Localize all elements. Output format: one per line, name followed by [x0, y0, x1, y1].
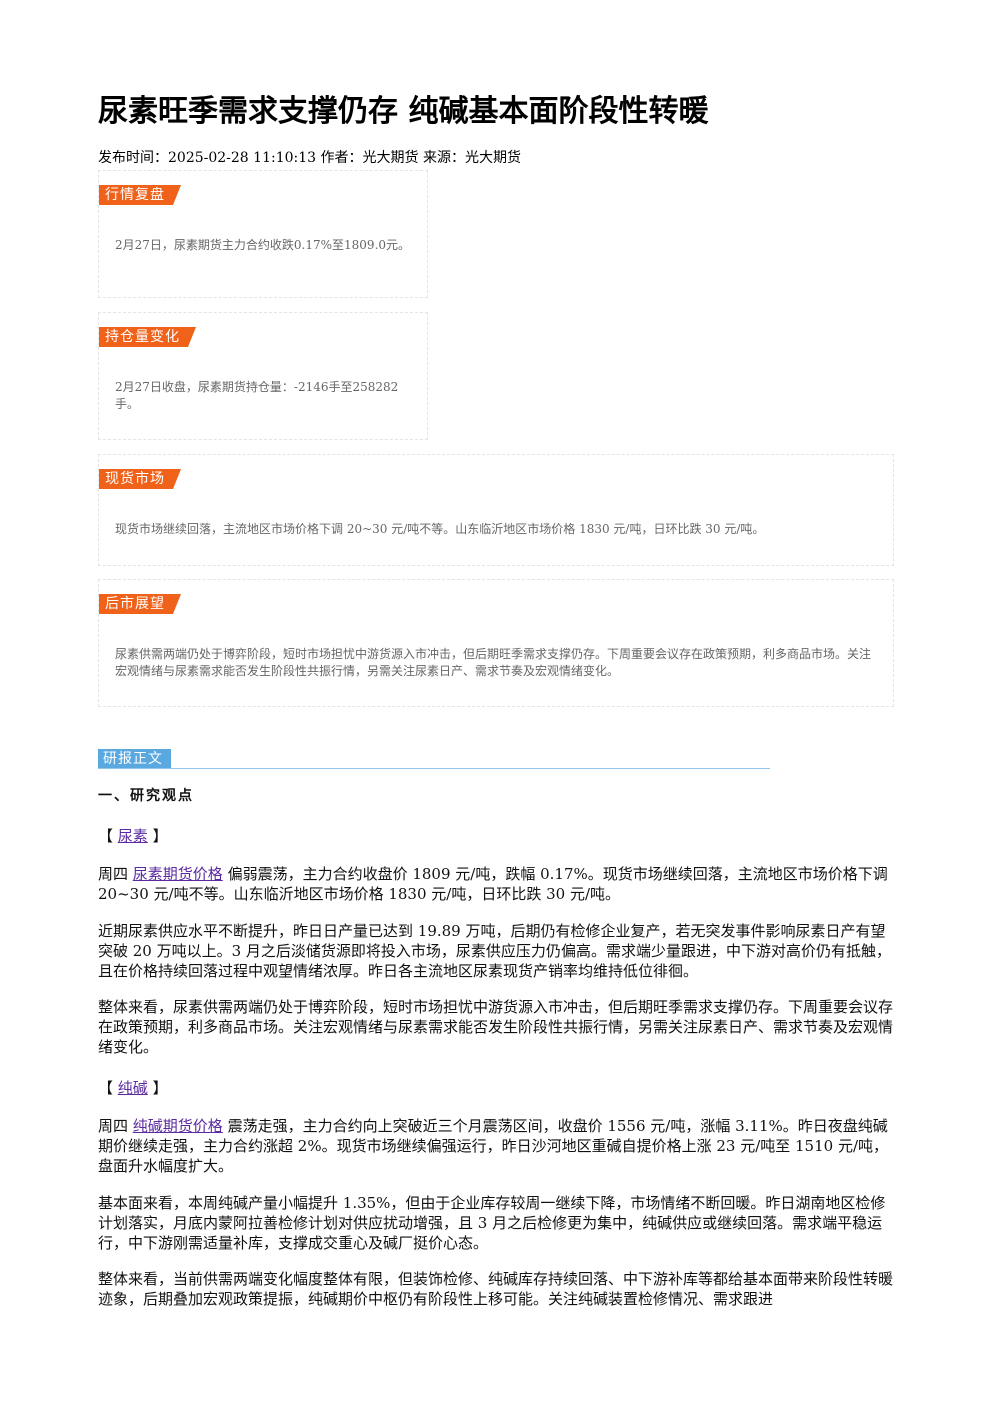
summary-box-open-interest: 持仓量变化 2月27日收盘，尿素期货持仓量：-2146手至258282手。: [98, 312, 428, 440]
bracket-open: 【: [98, 827, 118, 845]
bracket-close: 】: [147, 1079, 168, 1097]
bracket-open: 【: [98, 1079, 118, 1097]
soda-p1-prefix: 周四: [98, 1117, 133, 1135]
urea-paragraph-2: 近期尿素供应水平不断提升，昨日日产量已达到 19.89 万吨，后期仍有检修企业复…: [98, 922, 891, 980]
urea-paragraph-3: 整体来看，尿素供需两端仍处于博弈阶段，短时市场担忧中游货源入市冲击，但后期旺季需…: [98, 998, 894, 1056]
summary-text-outlook: 尿素供需两端仍处于博弈阶段，短时市场担忧中游货源入市冲击，但后期旺季需求支撑仍存…: [115, 647, 872, 678]
article-meta: 发布时间：2025-02-28 11:10:13 作者：光大期货 来源：光大期货: [98, 150, 521, 166]
soda-paragraph-2: 基本面来看，本周纯碱产量小幅提升 1.35%，但由于企业库存较周一继续下降，市场…: [98, 1194, 886, 1252]
summary-tag-spot-market: 现货市场: [99, 469, 181, 489]
summary-tag-outlook: 后市展望: [99, 594, 181, 614]
summary-box-spot-market: 现货市场 现货市场继续回落，主流地区市场价格下调 20~30 元/吨不等。山东临…: [98, 454, 894, 566]
soda-paragraph-1: 周四 纯碱期货价格 震荡走强，主力合约向上突破近三个月震荡区间，收盘价 1556…: [98, 1116, 894, 1176]
soda-p1-text: 震荡走强，主力合约向上突破近三个月震荡区间，收盘价 1556 元/吨，涨幅 3.…: [98, 1117, 889, 1175]
summary-tag-open-interest: 持仓量变化: [99, 327, 196, 347]
research-divider: [98, 768, 770, 769]
urea-futures-price-link[interactable]: 尿素期货价格: [132, 865, 223, 883]
summary-box-market-review: 行情复盘 2月27日，尿素期货主力合约收跌0.17%至1809.0元。: [98, 170, 428, 298]
soda-futures-price-link[interactable]: 纯碱期货价格: [132, 1117, 223, 1135]
urea-section-label: 【 尿素 】: [98, 825, 168, 846]
soda-paragraph-3: 整体来看，当前供需两端变化幅度整体有限，但装饰检修、纯碱库存持续回落、中下游补库…: [98, 1270, 894, 1308]
research-heading: 一、研究观点: [98, 788, 194, 804]
urea-paragraph-1: 周四 尿素期货价格 偏弱震荡，主力合约收盘价 1809 元/吨，跌幅 0.17%…: [98, 864, 894, 904]
urea-link[interactable]: 尿素: [117, 827, 148, 845]
urea-p1-text: 偏弱震荡，主力合约收盘价 1809 元/吨，跌幅 0.17%。现货市场继续回落，…: [98, 865, 888, 903]
urea-p1-prefix: 周四: [98, 865, 133, 883]
summary-box-outlook: 后市展望 尿素供需两端仍处于博弈阶段，短时市场担忧中游货源入市冲击，但后期旺季需…: [98, 579, 894, 707]
summary-text-open-interest: 2月27日收盘，尿素期货持仓量：-2146手至258282手。: [115, 380, 399, 411]
summary-text-spot-market: 现货市场继续回落，主流地区市场价格下调 20~30 元/吨不等。山东临沂地区市场…: [115, 522, 765, 536]
summary-tag-market-review: 行情复盘: [99, 185, 181, 205]
summary-text-market-review: 2月27日，尿素期货主力合约收跌0.17%至1809.0元。: [115, 238, 411, 252]
bracket-close: 】: [147, 827, 168, 845]
article-title: 尿素旺季需求支撑仍存 纯碱基本面阶段性转暖: [98, 94, 709, 129]
soda-section-label: 【 纯碱 】: [98, 1077, 168, 1098]
research-body-tag: 研报正文: [98, 749, 171, 769]
soda-ash-link[interactable]: 纯碱: [117, 1079, 148, 1097]
